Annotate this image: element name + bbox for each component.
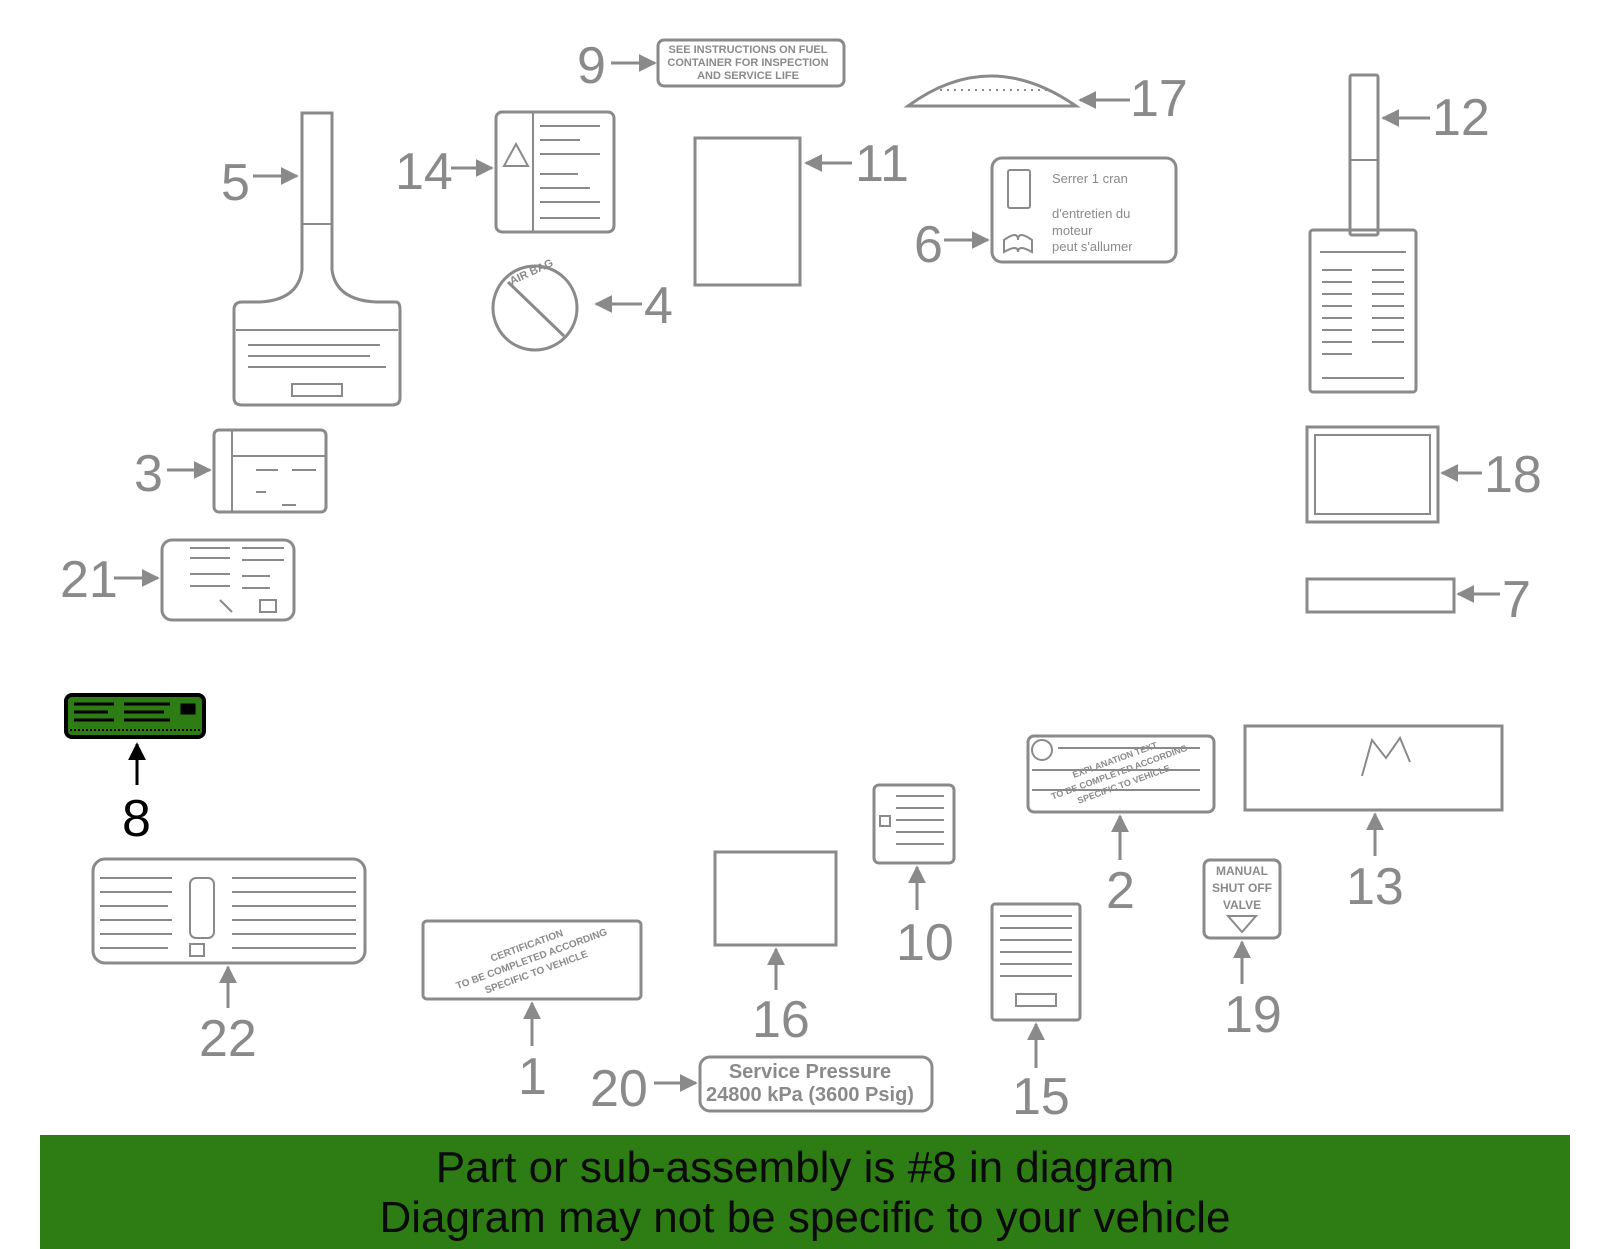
callout-5: 5 <box>221 154 250 212</box>
callout-14: 14 <box>395 143 453 201</box>
callout-10: 10 <box>896 914 954 972</box>
part-19-text-1: MANUAL <box>1216 864 1268 878</box>
part-6-text-4: peut s'allumer <box>1052 239 1133 254</box>
callout-8-highlighted: 8 <box>122 790 151 848</box>
part-6-text-1: Serrer 1 cran <box>1052 171 1128 186</box>
part-16-label[interactable] <box>713 850 838 990</box>
callout-19: 19 <box>1224 986 1282 1044</box>
banner-line-2: Diagram may not be specific to your vehi… <box>379 1193 1231 1242</box>
part-11-label[interactable] <box>693 136 852 287</box>
part-6-text-3: moteur <box>1052 223 1093 238</box>
callout-20: 20 <box>590 1060 648 1118</box>
callout-11: 11 <box>855 135 909 193</box>
part-20-label[interactable] <box>654 1055 934 1113</box>
callout-18: 18 <box>1484 446 1542 504</box>
callout-3: 3 <box>134 445 163 503</box>
callout-13: 13 <box>1346 858 1404 916</box>
callout-17: 17 <box>1130 70 1188 128</box>
part-19-text-3: VALVE <box>1223 898 1261 912</box>
callout-15: 15 <box>1012 1068 1070 1126</box>
callout-9: 9 <box>577 37 606 95</box>
callout-6: 6 <box>914 216 943 274</box>
part-10-label[interactable] <box>872 783 956 910</box>
part-22-label[interactable] <box>91 857 367 1008</box>
part-4-label[interactable] <box>491 264 642 352</box>
part-8-label-highlighted[interactable] <box>64 693 206 785</box>
callout-12: 12 <box>1432 89 1490 147</box>
part-9-text-2: CONTAINER FOR INSPECTION <box>667 57 828 69</box>
part-9-text-3: AND SERVICE LIFE <box>697 70 799 82</box>
callout-1: 1 <box>518 1048 547 1106</box>
part-17-label[interactable] <box>903 74 1130 109</box>
part-19-label[interactable] <box>1202 858 1282 984</box>
banner-line-1: Part or sub-assembly is #8 in diagram <box>435 1143 1175 1192</box>
part-9-text-1: SEE INSTRUCTIONS ON FUEL <box>669 44 828 56</box>
part-6-text-2: d'entretien du <box>1052 206 1130 221</box>
part-13-label[interactable] <box>1243 724 1504 856</box>
part-12-label[interactable] <box>1308 73 1430 394</box>
part-5-label[interactable] <box>232 111 402 407</box>
part-2-label[interactable] <box>1026 734 1216 860</box>
part-7-label[interactable] <box>1305 577 1500 614</box>
part-4-text: AIR BAG <box>508 257 555 288</box>
part-20-text-1: Service Pressure <box>729 1061 891 1083</box>
callout-2: 2 <box>1106 862 1135 920</box>
callout-22: 22 <box>199 1010 257 1068</box>
callout-4: 4 <box>644 277 673 335</box>
callout-16: 16 <box>752 991 810 1049</box>
part-1-label[interactable] <box>421 919 643 1046</box>
part-20-text-2: 24800 kPa (3600 Psig) <box>706 1084 914 1106</box>
part-9-label[interactable] <box>611 38 846 88</box>
callout-21: 21 <box>60 551 118 609</box>
part-19-text-2: SHUT OFF <box>1212 881 1272 895</box>
part-15-label[interactable] <box>990 902 1082 1068</box>
callout-7: 7 <box>1502 571 1531 629</box>
part-21-label[interactable] <box>114 538 296 622</box>
part-18-label[interactable] <box>1305 425 1482 524</box>
part-14-label[interactable] <box>451 110 616 234</box>
part-3-label[interactable] <box>167 428 328 514</box>
info-banner: Part or sub-assembly is #8 in diagram Di… <box>40 1135 1570 1249</box>
part-6-label[interactable] <box>944 156 1178 264</box>
